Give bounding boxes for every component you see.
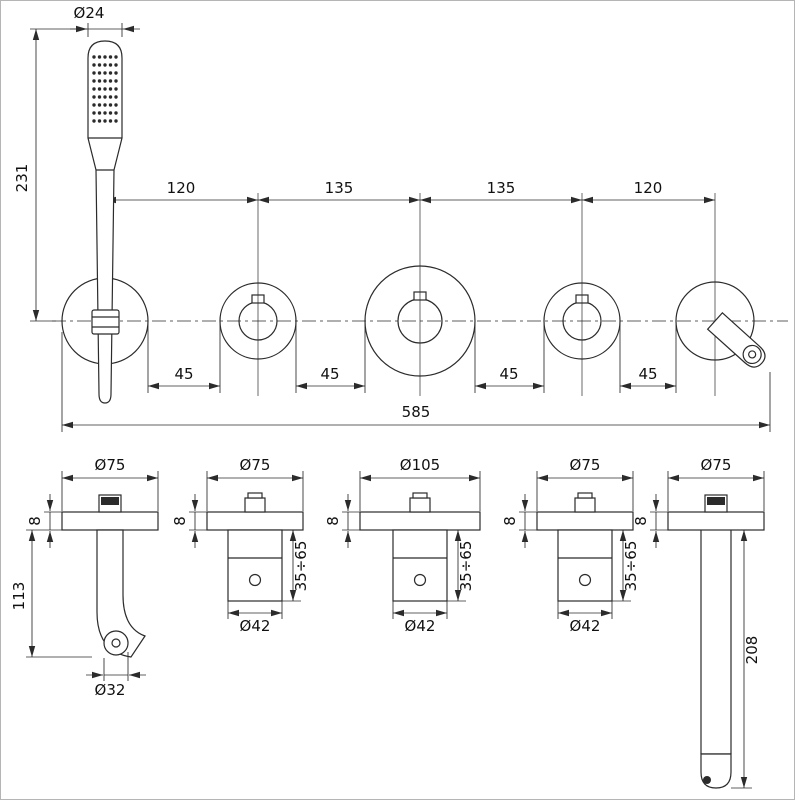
holder-stub-1-band — [101, 497, 119, 505]
dim-label-gap-2: 45 — [320, 365, 339, 383]
centerlines — [52, 193, 788, 396]
wall-plate-5 — [667, 511, 765, 531]
dim-label-gap-3: 45 — [499, 365, 518, 383]
dim-label-height: 231 — [13, 164, 31, 193]
spout-aerator-center — [748, 350, 757, 359]
valve-stub-2-cap — [247, 492, 263, 499]
valve-body-3 — [392, 529, 448, 602]
wall-plate-3 — [359, 511, 481, 531]
valve-stub-4 — [574, 497, 596, 513]
valve-stub-2 — [244, 497, 266, 513]
valve-stub-4-cap — [577, 492, 593, 499]
holder-clip — [91, 309, 120, 335]
dim-label-spacing-2: 135 — [325, 179, 354, 197]
dim-label-projection-5: 208 — [743, 636, 761, 665]
valve-screw-2 — [248, 573, 262, 587]
detail-4-valve-unit: Ø75 8 35÷65 Ø42 — [501, 456, 640, 635]
dim-label-gap-4: 45 — [638, 365, 657, 383]
dim-label-knob-d-4: Ø42 — [570, 617, 601, 635]
dim-spacing-chain: 120 135 135 120 — [105, 179, 715, 204]
dim-label-plate-d-1: Ø75 — [95, 456, 126, 474]
dim-handshower-diameter: Ø24 — [70, 4, 140, 37]
dim-label-plate-d-4: Ø75 — [570, 456, 601, 474]
dim-label-gap-1: 45 — [174, 365, 193, 383]
valve-screw-3 — [413, 573, 427, 587]
dim-label-plate-d-2: Ø75 — [240, 456, 271, 474]
valve-body-4 — [557, 529, 613, 602]
handshower — [87, 40, 123, 404]
dim-height: 231 — [13, 28, 87, 322]
valve-body-2 — [227, 529, 283, 602]
dim-label-outlet-d-1: Ø32 — [95, 681, 126, 699]
wall-plate-2 — [206, 511, 304, 531]
dim-label-knob-d-2: Ø42 — [240, 617, 271, 635]
valve-stub-3 — [409, 497, 431, 513]
dim-label-depth-2: 35÷65 — [292, 541, 310, 592]
detail-2-valve-unit: Ø75 8 35÷65 Ø42 — [171, 456, 310, 635]
wall-plate-4 — [536, 511, 634, 531]
valve-stub-3-cap — [412, 492, 428, 499]
dim-label-depth-4: 35÷65 — [622, 541, 640, 592]
dim-total-width: 585 — [61, 332, 771, 432]
spout-aerator — [742, 344, 762, 365]
dim-label-projection-1: 113 — [10, 582, 28, 611]
dim-label-knob-d-3: Ø42 — [405, 617, 436, 635]
wall-plate-1 — [61, 511, 159, 531]
spray-dots — [92, 55, 118, 123]
detail-5-spout-unit: Ø75 8 208 — [632, 456, 765, 789]
holder-outlet — [103, 630, 129, 656]
dim-label-spacing-3: 135 — [487, 179, 516, 197]
detail-3-thermostat-unit: Ø105 8 35÷65 Ø42 — [324, 456, 481, 635]
dim-label-depth-3: 35÷65 — [457, 541, 475, 592]
spout-stub-5-band — [707, 497, 725, 505]
dim-label-thickness-3: 8 — [324, 516, 342, 526]
spout-tip-outlet — [703, 776, 711, 784]
dim-label-spacing-1: 120 — [167, 179, 196, 197]
holder-outlet-center — [111, 638, 121, 648]
detail-1-handshower-unit: Ø75 8 113 Ø32 — [10, 456, 159, 699]
dim-label-plate-d-5: Ø75 — [701, 456, 732, 474]
dim-label-handshower-diameter: Ø24 — [74, 4, 105, 22]
dim-label-thickness-4: 8 — [501, 516, 519, 526]
holder-elbow-tube — [96, 529, 146, 658]
valve-screw-4 — [578, 573, 592, 587]
dim-edge-gaps: 45 45 45 45 — [147, 323, 677, 393]
dim-label-spacing-4: 120 — [634, 179, 663, 197]
dim-label-thickness-1: 8 — [26, 516, 44, 526]
dim-label-total-width: 585 — [402, 403, 431, 421]
bath-spout — [706, 311, 766, 368]
dim-label-plate-d-3: Ø105 — [400, 456, 440, 474]
dim-label-thickness-2: 8 — [171, 516, 189, 526]
dim-label-thickness-5: 8 — [632, 516, 650, 526]
